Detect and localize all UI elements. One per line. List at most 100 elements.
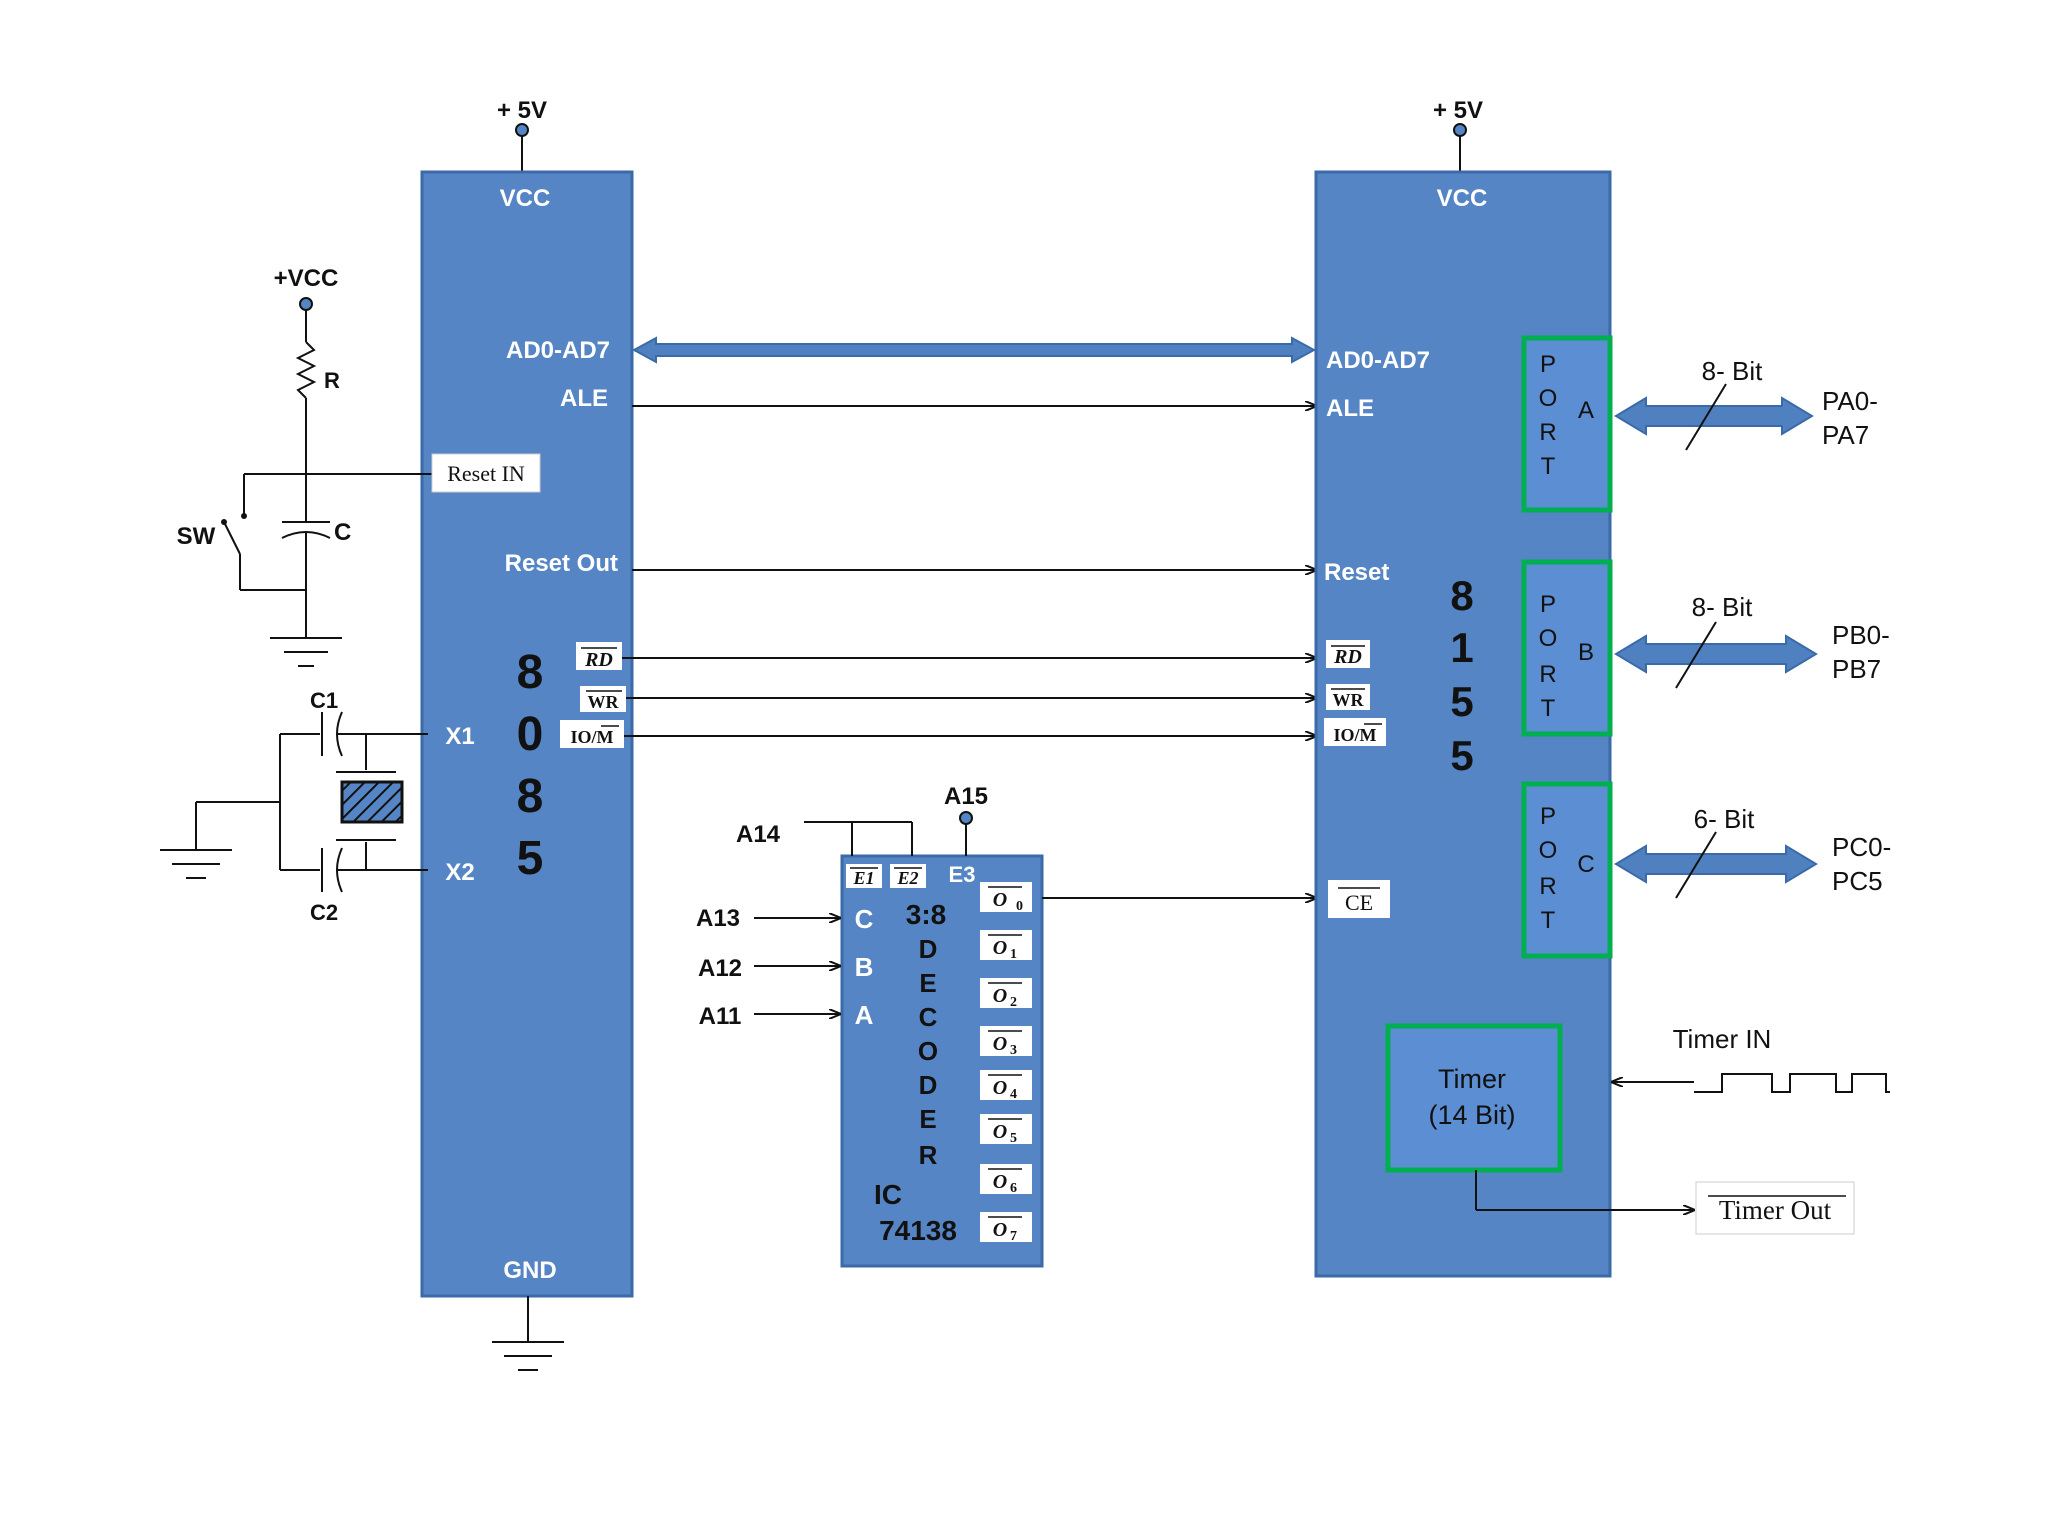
port-c-letter: C [1577, 851, 1594, 878]
a14-label: A14 [736, 821, 781, 848]
resistor-label: R [324, 368, 340, 393]
cpu-name-char: 8 [517, 646, 544, 699]
ppi-vcc-supply-label: + 5V [1433, 97, 1483, 124]
svg-text:O: O [1539, 625, 1558, 652]
c1-label: C1 [310, 688, 338, 713]
reset-circuit: +VCC R C SW [177, 265, 432, 667]
decoder-word-char: E [919, 1104, 936, 1134]
cpu-x1-pin: X1 [445, 723, 474, 750]
decoder-word-char: C [919, 1002, 938, 1032]
timer-in-label: Timer IN [1673, 1024, 1772, 1054]
decoder-word-char: E [919, 968, 936, 998]
output-label: O [993, 1121, 1007, 1143]
timer-block: Timer (14 Bit) [1385, 1023, 1563, 1173]
port-b-io: 8- Bit PB0- PB7 [1614, 592, 1890, 689]
cpu-iom-label: IO/M [571, 727, 614, 747]
timer-input: Timer IN [1612, 1024, 1890, 1093]
c2-label: C2 [310, 900, 338, 925]
reset-switch [223, 521, 241, 555]
port-c-width: 6- Bit [1694, 804, 1755, 834]
ppi-vcc-pin: VCC [1437, 185, 1488, 212]
cpu-ground-symbol [492, 1296, 564, 1371]
cpu-rd-label: RD [584, 649, 613, 671]
cpu-reset-in-pin: Reset IN [431, 453, 541, 493]
output-label: O [993, 1033, 1007, 1055]
svg-text:T: T [1541, 695, 1556, 722]
timer-width: (14 Bit) [1428, 1100, 1515, 1130]
decoder-b-pin: B [855, 952, 874, 982]
decoder-a-pin: A [855, 1000, 874, 1030]
output-label: O [993, 1219, 1007, 1241]
decoder-output-pin: O 5 [980, 1114, 1032, 1146]
decoder-output-pin: O 4 [980, 1070, 1032, 1102]
output-sub: 4 [1010, 1087, 1017, 1102]
port-b-letter: B [1578, 639, 1594, 666]
decoder-part-label: 74138 [879, 1215, 957, 1246]
decoder-74138-chip [840, 854, 1044, 1268]
svg-text:T: T [1541, 453, 1556, 480]
svg-text:R: R [1539, 419, 1556, 446]
decoder-output-pin: O 7 [980, 1212, 1032, 1244]
port-a-io: 8- Bit PA0- PA7 [1614, 356, 1878, 451]
svg-text:R: R [1539, 873, 1556, 900]
ppi-name-char: 8 [1450, 572, 1473, 619]
decoder-title: 3:8 [906, 899, 946, 930]
ppi-name-char: 5 [1450, 678, 1473, 725]
cpu-wr-label: WR [588, 692, 620, 712]
cpu-ale-pin: ALE [560, 385, 608, 412]
ppi-rd-pin: RD [1326, 640, 1370, 668]
cpu-vcc-supply-label: + 5V [497, 97, 547, 124]
ppi-rd-label: RD [1333, 646, 1362, 668]
ppi-wr-pin: WR [1326, 684, 1370, 710]
svg-text:P: P [1540, 591, 1556, 618]
ppi-ale-pin: ALE [1326, 395, 1374, 422]
cpu-x2-pin: X2 [445, 859, 474, 886]
decoder-output-pin: O 2 [980, 978, 1032, 1010]
decoder-word-char: D [919, 1070, 938, 1100]
reset-resistor [295, 341, 317, 399]
timer-title: Timer [1438, 1064, 1506, 1094]
ppi-iom-pin: IO/M [1324, 718, 1386, 746]
capacitor-label: C [334, 519, 351, 546]
cpu-iom-pin: IO/M [560, 720, 624, 748]
ppi-iom-label: IO/M [1334, 725, 1377, 745]
clock-waveform [1694, 1073, 1890, 1093]
decoder-enable-inputs: A15 A14 [736, 783, 988, 856]
decoder-word-char: D [919, 934, 938, 964]
cpu-vcc-supply: + 5V [497, 97, 547, 172]
port-c-io: 6- Bit PC0- PC5 [1614, 804, 1891, 899]
decoder-output-pin: O 1 [980, 930, 1032, 962]
ppi-name-char: 5 [1450, 732, 1473, 779]
decoder-e3-pin: E3 [949, 862, 976, 887]
port-a-arrow [1614, 396, 1814, 436]
port-b-pins-end: PB7 [1832, 654, 1881, 684]
a11-label: A11 [699, 1003, 742, 1030]
port-c-pins-end: PC5 [1832, 866, 1883, 896]
ppi-wr-label: WR [1333, 690, 1365, 710]
cpu-ad-pin: AD0-AD7 [506, 337, 610, 364]
cpu-name-char: 8 [517, 770, 544, 823]
a15-label: A15 [944, 783, 988, 810]
timer-output: Timer Out [1475, 1170, 1855, 1235]
decoder-word-char: O [918, 1036, 938, 1066]
port-c-pins-start: PC0- [1832, 832, 1891, 862]
crystal-circuit: C1 C2 [160, 688, 428, 925]
output-sub: 7 [1010, 1229, 1017, 1244]
port-c-block: P O R T C [1521, 781, 1613, 959]
decoder-word-char: R [919, 1140, 938, 1170]
port-b-width: 8- Bit [1692, 592, 1753, 622]
svg-text:P: P [1540, 803, 1556, 830]
ad-bus-arrow [631, 336, 1317, 364]
ppi-reset-pin: Reset [1324, 559, 1389, 586]
port-c-arrow [1614, 844, 1818, 884]
output-sub: 0 [1016, 899, 1023, 914]
port-b-arrow [1614, 634, 1818, 674]
decoder-e2-label: E2 [896, 868, 918, 888]
output-sub: 3 [1010, 1043, 1017, 1058]
a12-label: A12 [698, 955, 742, 982]
ppi-ce-pin: CE [1328, 880, 1390, 918]
decoder-output-pin: O 6 [980, 1164, 1032, 1196]
port-a-width: 8- Bit [1702, 356, 1763, 386]
decoder-e2-pin: E2 [890, 864, 926, 888]
svg-text:O: O [1539, 837, 1558, 864]
